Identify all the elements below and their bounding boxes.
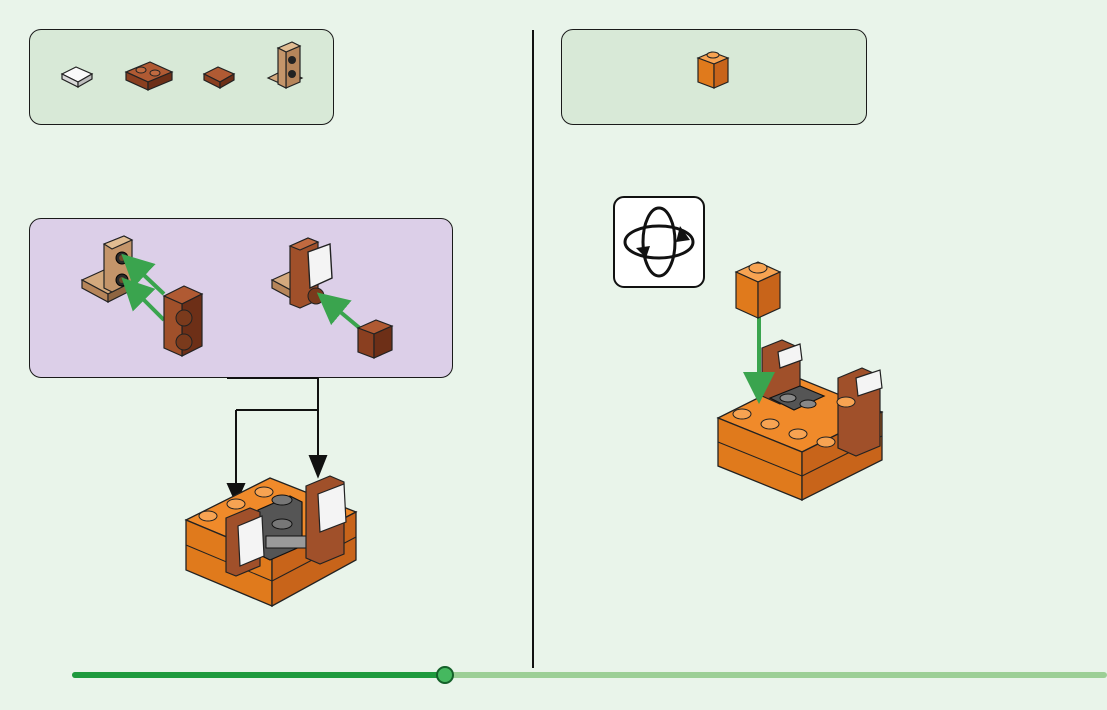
progress-knob[interactable] — [436, 666, 454, 684]
part-tan-bracket-1x2 — [268, 42, 302, 88]
part-reddish-brown-tile-1x1 — [204, 67, 234, 88]
submodel-bracket-with-tile — [272, 238, 392, 358]
part-white-tile-1x1 — [62, 67, 92, 87]
step-1-model — [186, 476, 356, 606]
progress-bar — [72, 672, 1107, 678]
part-reddish-brown-plate-1x2 — [126, 62, 172, 90]
progress-fill — [72, 672, 445, 678]
rotate-model-icon — [614, 197, 704, 287]
step-2-model — [718, 262, 882, 500]
submodel-bracket-with-plate — [82, 236, 202, 356]
part-orange-brick-1x1 — [698, 52, 728, 88]
